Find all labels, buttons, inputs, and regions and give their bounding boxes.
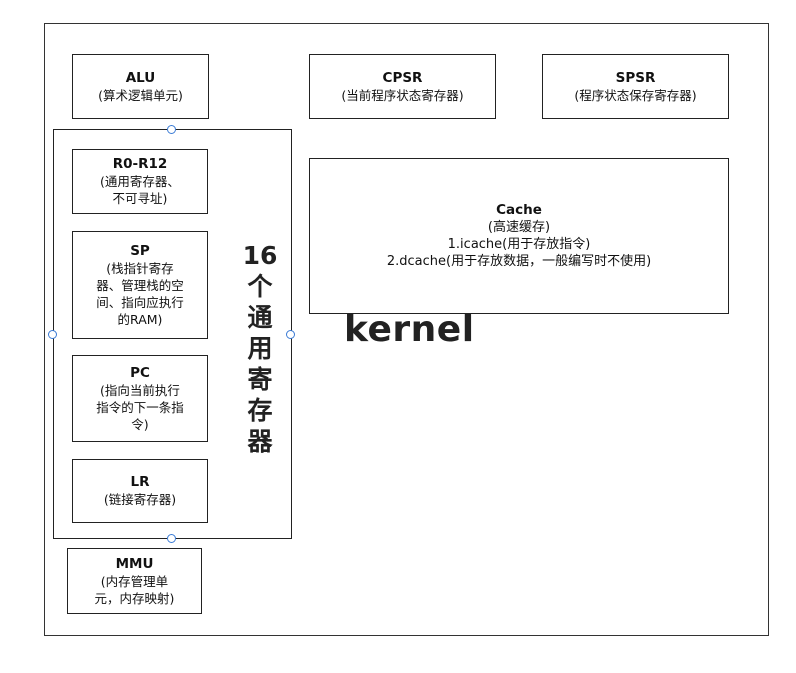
label-char: 个 [247, 272, 273, 301]
r0-r12-title: R0-R12 [112, 156, 168, 172]
sp-title: SP [130, 242, 150, 259]
sp-line: 器、管理栈的空 [96, 277, 184, 293]
pc-title: PC [130, 364, 150, 381]
sp-line: 的RAM) [117, 311, 163, 327]
kernel-boundary [44, 23, 769, 636]
pc-line: 指令的下一条指 [96, 399, 184, 415]
sp-line: (栈指针寄存 [106, 260, 174, 276]
r0-r12-box[interactable]: R0-R12 (通用寄存器、 不可寻址) [72, 149, 208, 214]
lr-box[interactable]: LR (链接寄存器) [72, 459, 208, 523]
cache-title: Cache [496, 202, 542, 218]
cpsr-title: CPSR [382, 69, 423, 86]
label-char: 器 [247, 427, 273, 456]
mmu-line: (内存管理单 [100, 573, 169, 589]
cache-line: (高速缓存) [487, 220, 551, 235]
pc-line: (指向当前执行 [100, 382, 180, 398]
cache-line: 1.icache(用于存放指令) [447, 237, 591, 252]
resize-handle-right[interactable] [286, 330, 295, 339]
general-registers-label: 16 个 通 用 寄 存 器 [236, 240, 284, 457]
kernel-label: kernel [344, 309, 475, 350]
cache-box[interactable]: Cache (高速缓存) 1.icache(用于存放指令) 2.dcache(用… [309, 158, 729, 314]
lr-title: LR [130, 474, 150, 490]
r0-r12-line: (通用寄存器、 [100, 174, 180, 189]
resize-handle-top[interactable] [167, 125, 176, 134]
lr-line: (链接寄存器) [103, 492, 177, 507]
alu-title: ALU [125, 69, 156, 86]
cpsr-subtitle: (当前程序状态寄存器) [341, 87, 464, 103]
pc-box[interactable]: PC (指向当前执行 指令的下一条指 令) [72, 355, 208, 442]
resize-handle-left[interactable] [48, 330, 57, 339]
alu-subtitle: (算术逻辑单元) [98, 87, 183, 103]
sp-box[interactable]: SP (栈指针寄存 器、管理栈的空 间、指向应执行 的RAM) [72, 231, 208, 339]
cpsr-box[interactable]: CPSR (当前程序状态寄存器) [309, 54, 496, 119]
sp-line: 间、指向应执行 [96, 294, 184, 310]
label-char: 用 [247, 334, 273, 363]
mmu-line: 元，内存映射) [94, 590, 175, 606]
mmu-box[interactable]: MMU (内存管理单 元，内存映射) [67, 548, 202, 614]
label-char: 16 [242, 241, 278, 270]
label-char: 通 [247, 303, 273, 332]
spsr-box[interactable]: SPSR (程序状态保存寄存器) [542, 54, 729, 119]
pc-line: 令) [131, 416, 149, 432]
resize-handle-bottom[interactable] [167, 534, 176, 543]
label-char: 寄 [247, 365, 273, 394]
spsr-title: SPSR [615, 69, 656, 86]
spsr-subtitle: (程序状态保存寄存器) [574, 87, 697, 103]
alu-box[interactable]: ALU (算术逻辑单元) [72, 54, 209, 119]
cache-line: 2.dcache(用于存放数据，一般编写时不使用) [386, 254, 652, 269]
mmu-title: MMU [115, 555, 154, 572]
label-char: 存 [247, 396, 273, 425]
r0-r12-line: 不可寻址) [112, 191, 168, 206]
